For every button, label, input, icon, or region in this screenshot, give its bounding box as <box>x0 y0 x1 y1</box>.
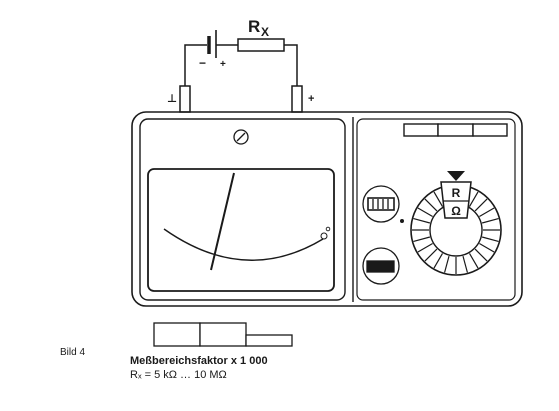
selector-tick <box>413 218 431 224</box>
selector-tick <box>424 248 438 262</box>
indicator-dot <box>400 219 404 223</box>
housing-outline <box>131 111 523 307</box>
selector-tick <box>417 207 433 218</box>
range-strip <box>153 322 293 347</box>
selector-label-r: R <box>452 186 461 200</box>
range-box-1 <box>403 123 439 137</box>
range-caption: Meßbereichsfaktor x 1 000 Rₓ = 5 kΩ … 10… <box>130 354 268 382</box>
selector-tick <box>468 253 479 269</box>
selector-tick <box>413 236 431 242</box>
resistor-subscript: X <box>261 25 269 39</box>
selector-label-ohm: Ω <box>451 204 461 218</box>
instrument-housing <box>131 111 523 307</box>
range-strip-box-2 <box>199 322 247 347</box>
figure-label: Bild 4 <box>60 347 86 358</box>
zero-adjust-screw[interactable] <box>233 129 249 145</box>
scale-window <box>147 168 335 292</box>
battery-minus-sign: − <box>199 56 206 70</box>
selector-tick <box>424 198 438 212</box>
rotary-selector[interactable] <box>410 171 502 276</box>
selector-tick <box>444 255 450 273</box>
range-box-3 <box>472 123 508 137</box>
selector-tick <box>433 191 444 207</box>
selector-tick <box>481 236 499 242</box>
selector-tick <box>479 207 495 218</box>
control-panel <box>356 118 516 301</box>
selector-pointer <box>447 171 465 181</box>
scale-window-frame <box>147 168 335 292</box>
selector-tick <box>433 253 444 269</box>
selector-tick <box>479 242 495 253</box>
right-plug <box>291 85 303 113</box>
range-indicator <box>403 123 508 137</box>
selector-tick <box>474 248 488 262</box>
range-strip-box-1 <box>153 322 201 347</box>
mirror-mark-small <box>325 226 331 232</box>
meter-panel <box>139 118 346 301</box>
range-factor-text: Meßbereichsfaktor x 1 000 <box>130 355 268 367</box>
left-wire <box>184 44 207 86</box>
range-box-2 <box>437 123 474 137</box>
resistor-rx <box>237 38 285 52</box>
external-circuit <box>184 30 298 86</box>
selector-knob-window <box>440 181 472 219</box>
battery-plus-sign: + <box>220 59 226 70</box>
function-button[interactable] <box>362 247 400 285</box>
selector-tick <box>481 218 499 224</box>
selector-tick <box>417 242 433 253</box>
right-terminal-label: + <box>308 93 314 105</box>
mirror-mark <box>320 232 328 240</box>
selector-tick <box>462 255 468 273</box>
probe-plugs <box>179 85 303 113</box>
left-terminal-label: ⊥ <box>167 93 177 105</box>
range-strip-box-3 <box>245 334 293 347</box>
resistor-label: R <box>248 17 260 36</box>
scale-arc <box>163 228 324 261</box>
selector-tick <box>468 191 479 207</box>
meter-pointer <box>210 172 235 271</box>
left-plug <box>179 85 191 113</box>
selector-tick <box>474 198 488 212</box>
range-button[interactable] <box>362 185 400 223</box>
range-values-text: Rₓ = 5 kΩ … 10 MΩ <box>130 369 227 381</box>
right-wire <box>284 44 298 86</box>
